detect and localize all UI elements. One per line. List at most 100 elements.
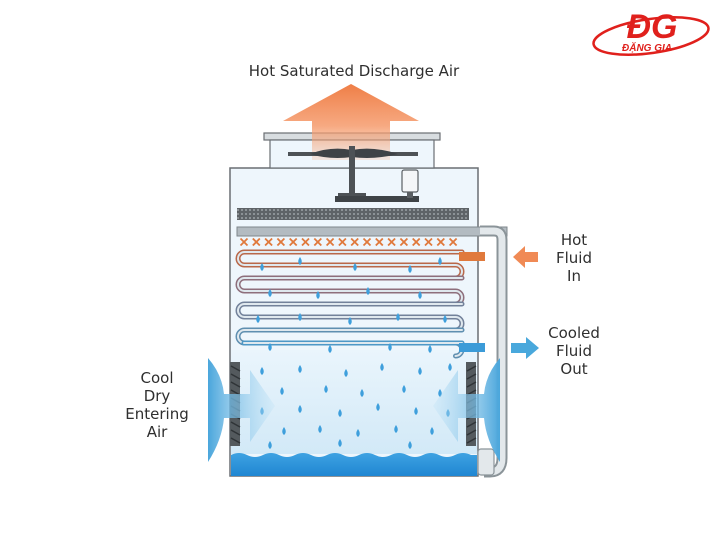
water-drop-icon xyxy=(260,263,264,271)
outlet-arrow-icon xyxy=(511,337,539,359)
louver-slat xyxy=(230,381,241,388)
spray-header xyxy=(236,226,508,237)
water-drop-icon xyxy=(260,367,264,375)
water-drop-icon xyxy=(366,287,370,295)
water-drop-icon xyxy=(268,289,272,297)
water-drop-icon xyxy=(388,343,392,351)
water-drop-icon xyxy=(298,257,302,265)
recirculation-pipe xyxy=(477,225,508,478)
coil-row xyxy=(235,301,465,333)
water-drop-icon xyxy=(443,315,447,323)
hot-air-arrow-icon xyxy=(283,84,419,160)
air-inlet-arrow-icon xyxy=(208,358,500,462)
water-drop-icon xyxy=(268,441,272,449)
water-drop-icon xyxy=(298,313,302,321)
spray-nozzle-icon xyxy=(264,237,273,247)
svg-text:Fluid: Fluid xyxy=(556,342,592,360)
spray-nozzle-icon xyxy=(325,237,335,247)
water-drop-icon xyxy=(318,425,322,433)
water-drop-icon xyxy=(380,363,384,371)
water-drop-icon xyxy=(360,389,364,397)
hot-fluid-inlet-connection xyxy=(459,252,485,261)
spray-nozzle-icon xyxy=(436,237,445,247)
water-drop-icon xyxy=(348,317,352,325)
coil-row xyxy=(235,249,465,281)
water-drop-icon xyxy=(394,425,398,433)
spray-nozzles xyxy=(239,237,458,247)
water-drop-icon xyxy=(414,407,418,415)
water-drop-icon xyxy=(338,439,342,447)
water-droplets xyxy=(256,257,452,449)
spray-nozzle-icon xyxy=(448,237,458,247)
spray-nozzle-icon xyxy=(375,237,384,247)
cooled-fluid-outlet-connection xyxy=(459,343,485,352)
heat-exchange-coil xyxy=(235,249,465,359)
svg-text:Air: Air xyxy=(147,423,168,441)
spray-nozzle-icon xyxy=(301,237,310,247)
louver-slat xyxy=(466,429,477,436)
discharge-air-label: Hot Saturated Discharge Air xyxy=(249,62,460,80)
water-drop-icon xyxy=(430,427,434,435)
louver-slat xyxy=(230,437,241,444)
water-drop-icon xyxy=(280,387,284,395)
brand-logo: ĐG ĐẶNG GIA xyxy=(592,8,710,56)
logo-mark: ĐG xyxy=(627,8,678,46)
svg-text:Dry: Dry xyxy=(144,387,171,405)
water-drop-icon xyxy=(328,345,332,353)
cooled-fluid-out-label: Cooled Fluid Out xyxy=(548,324,600,378)
water-drop-icon xyxy=(418,291,422,299)
svg-text:Fluid: Fluid xyxy=(556,249,592,267)
hot-fluid-in-label: Hot Fluid In xyxy=(556,231,592,285)
svg-text:Cooled: Cooled xyxy=(548,324,600,342)
svg-text:In: In xyxy=(567,267,581,285)
coil-row xyxy=(235,275,465,307)
water-drop-icon xyxy=(344,369,348,377)
louver-slat xyxy=(230,373,241,380)
water-drop-icon xyxy=(408,441,412,449)
water-drop-icon xyxy=(448,363,452,371)
spray-nozzle-icon xyxy=(387,237,396,247)
water-drop-icon xyxy=(282,427,286,435)
svg-text:Out: Out xyxy=(560,360,587,378)
spray-nozzle-icon xyxy=(412,237,421,247)
fan-icon xyxy=(288,146,418,198)
inlet-arrow-icon xyxy=(513,246,538,268)
water-drop-icon xyxy=(316,291,320,299)
spray-nozzle-icon xyxy=(239,237,249,247)
louver-slat xyxy=(466,381,477,388)
louver-slat xyxy=(230,365,241,372)
svg-text:Entering: Entering xyxy=(125,405,188,423)
logo-brand-text: ĐẶNG GIA xyxy=(622,41,672,54)
water-drop-icon xyxy=(396,313,400,321)
water-drop-icon xyxy=(428,345,432,353)
louver-slat xyxy=(466,373,477,380)
water-drop-icon xyxy=(353,263,357,271)
spray-nozzle-icon xyxy=(362,237,372,247)
spray-nozzle-icon xyxy=(399,237,409,247)
water-drop-icon xyxy=(298,405,302,413)
spray-nozzle-icon xyxy=(350,237,359,247)
water-drop-icon xyxy=(298,365,302,373)
spray-nozzle-icon xyxy=(424,237,433,247)
spray-nozzle-icon xyxy=(338,237,347,247)
spray-nozzle-icon xyxy=(313,237,322,247)
louver-slat xyxy=(466,365,477,372)
louver-slat xyxy=(466,437,477,444)
svg-text:Cool: Cool xyxy=(141,369,174,387)
louver-slat xyxy=(230,421,241,428)
water-drop-icon xyxy=(256,315,260,323)
water-drop-icon xyxy=(402,385,406,393)
drift-eliminator xyxy=(237,208,469,220)
svg-text:Hot: Hot xyxy=(561,231,587,249)
water-drop-icon xyxy=(438,257,442,265)
water-drop-icon xyxy=(376,403,380,411)
water-drop-icon xyxy=(356,429,360,437)
water-drop-icon xyxy=(408,265,412,273)
spray-nozzle-icon xyxy=(276,237,286,247)
spray-nozzle-icon xyxy=(252,237,261,247)
spray-nozzle-icon xyxy=(289,237,298,247)
louver-slat xyxy=(466,421,477,428)
cool-dry-air-label: Cool Dry Entering Air xyxy=(125,369,188,441)
water-drop-icon xyxy=(268,343,272,351)
